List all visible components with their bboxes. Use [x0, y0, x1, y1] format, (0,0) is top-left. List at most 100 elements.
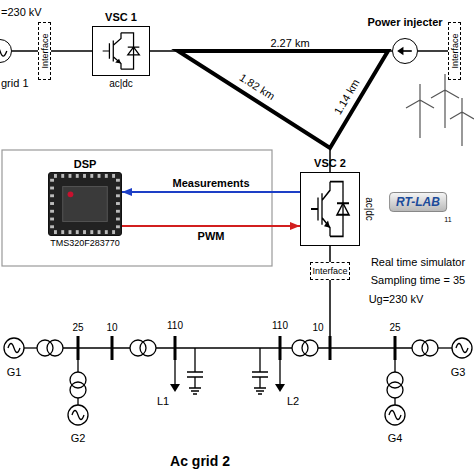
annotation-label: G3: [451, 367, 466, 378]
dsp-chip-symbol: [98, 230, 101, 234]
logo-text: RT-LAB: [389, 192, 447, 212]
wire: [51, 50, 92, 52]
power-injector-symbol: [393, 39, 417, 63]
annotation-label: 110: [167, 321, 183, 331]
grid-wiring: [422, 340, 438, 356]
wire: [12, 50, 38, 52]
dsp-chip-symbol: [116, 202, 120, 205]
interface-box: Interface: [448, 22, 461, 80]
load-arrow: [170, 384, 285, 392]
annotation-label: G2: [71, 433, 86, 444]
dsp-panel: [2, 150, 272, 266]
grid-wiring: [318, 347, 412, 348]
dsp-chip-symbol: [49, 173, 121, 235]
annotation-label: 10: [106, 323, 117, 333]
dsp-chip-symbol: [116, 179, 120, 182]
dsp-chip-symbol: [54, 230, 57, 234]
annotation-label: 1.14 km: [332, 77, 362, 116]
bus-bar: [78, 336, 395, 360]
dsp-chip-symbol: [50, 187, 54, 190]
grid-wiring: [4, 338, 472, 425]
node-title: VSC 2: [314, 158, 346, 169]
dsp-chip-symbol: [105, 174, 108, 178]
dsp-chip-symbol: [98, 174, 101, 178]
dsp-chip-symbol: [50, 218, 54, 221]
dsp-chip-symbol: [83, 174, 86, 178]
grid-wiring: [394, 398, 395, 405]
grid-wiring: [387, 372, 403, 388]
dsp-chip-symbol: [69, 174, 72, 178]
wind-turbine: [406, 84, 434, 138]
dsp-chip-symbol: [116, 210, 120, 213]
dsp-chip-symbol: [54, 174, 57, 178]
dsp-chip-symbol: [50, 210, 54, 213]
grid-wiring: [302, 340, 318, 356]
load-arrow: [275, 384, 285, 392]
dc-network: [150, 51, 392, 336]
converter-box-symbol: [103, 33, 140, 69]
grid-wiring: [456, 344, 468, 353]
node-subtitle: TMS320F283770: [50, 239, 120, 248]
dsp-chip-symbol: [112, 174, 115, 178]
grid-wiring: [140, 340, 156, 356]
annotation-label: 110: [272, 321, 288, 331]
interface-box: Interface: [310, 262, 350, 280]
converter-box-symbol: [301, 173, 359, 245]
grid-wiring: [187, 348, 203, 394]
ac-grid-source: =230 kVgrid 1: [0, 39, 12, 63]
annotation-label: 10: [312, 323, 323, 333]
annotation-label: Ug=230 kV: [369, 294, 424, 305]
grid-wiring: [70, 372, 86, 388]
grid-wiring: [77, 398, 78, 405]
dc-network: [178, 51, 388, 148]
dsp-chip-symbol: [68, 191, 74, 197]
annotation-label: G4: [388, 433, 403, 444]
annotation-label: 2.27 km: [270, 38, 309, 49]
grid-wiring: [412, 340, 428, 356]
node-title: Power injecter: [367, 17, 442, 28]
ac-grid-source-symbol: [0, 46, 7, 56]
grid-wiring: [252, 348, 268, 394]
grid-wiring: [130, 340, 146, 356]
converter-box-symbol: [115, 59, 121, 64]
annotation-label: Ac grid 2: [170, 454, 230, 468]
dsp-chip-symbol: [116, 187, 120, 190]
converter-box-symbol: [93, 27, 149, 75]
converter-box-symbol: [128, 47, 140, 55]
dsp-chip-symbol: [50, 202, 54, 205]
signal-label: Measurements: [172, 178, 249, 189]
annotation-label: 1.82 km: [238, 72, 277, 102]
dsp-chip-symbol: [116, 194, 120, 197]
dsp-chip-symbol: [76, 174, 79, 178]
annotation-label: 25: [72, 323, 83, 333]
converter-box-symbol: [337, 203, 349, 215]
grid-wiring: [24, 347, 37, 348]
converter-box: VSC 2ac|dc: [300, 172, 360, 246]
signal-arrow: [122, 191, 300, 193]
node-title: Interface: [312, 267, 347, 276]
grid-wiring: [47, 340, 63, 356]
signal-label: PWM: [198, 231, 225, 242]
grid-wiring: [70, 382, 86, 398]
dsp-chip-symbol: [61, 230, 64, 234]
annotation-label: G1: [7, 367, 22, 378]
dsp-chip-symbol: [50, 179, 54, 182]
grid-wiring: [452, 338, 472, 358]
converter-box-symbol: [103, 33, 134, 69]
wire: [329, 246, 331, 262]
ac-grid-source-symbol: [0, 40, 11, 62]
dsp-chip-symbol: [61, 174, 64, 178]
dsp-chip-symbol: [105, 230, 108, 234]
grid-wiring: [387, 382, 403, 398]
grid-wiring: [37, 340, 53, 356]
dsp-chip-symbol: [83, 230, 86, 234]
power-injector: Power injecter: [392, 38, 418, 64]
converter-box: VSC 1ac|dc: [92, 26, 150, 76]
grid-wiring: [72, 411, 84, 420]
dsp-chip-symbol: [90, 230, 93, 234]
grid-wiring: [68, 405, 88, 425]
node-subtitle: grid 1: [1, 78, 29, 89]
